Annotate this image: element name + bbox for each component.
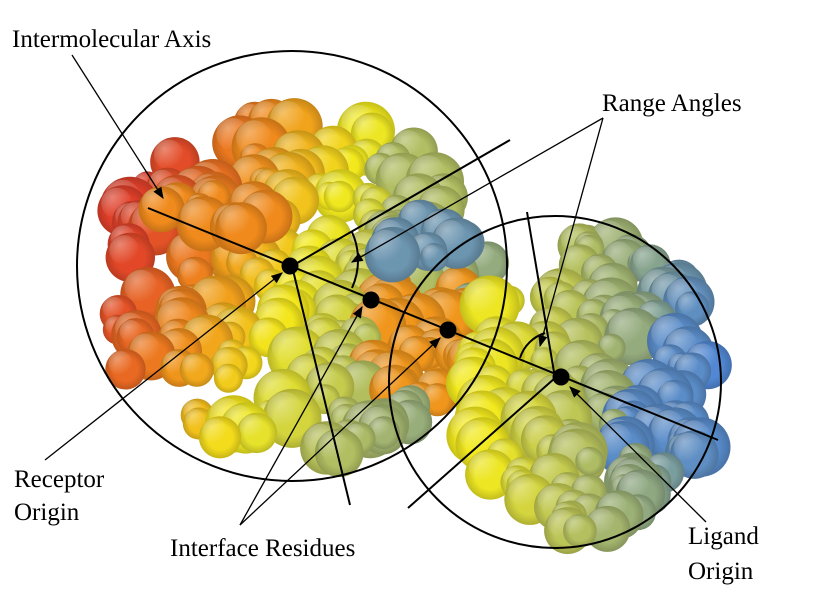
ligand-cone-line-upper (526, 211, 556, 379)
ligand-range-angle-arc (519, 332, 546, 359)
surface-lobe-highlight (108, 351, 133, 376)
surface-lobe-highlight (673, 432, 703, 462)
ligand-cone-line-lower (407, 377, 556, 509)
ligand-protein-surface (446, 217, 732, 555)
surface-lobe-highlight (102, 296, 126, 320)
range-angles-pointer-2 (538, 117, 604, 348)
receptor-cone-line-upper (291, 139, 511, 267)
interface-residues-pointer-1 (239, 305, 363, 526)
surface-lobe-highlight (109, 235, 139, 265)
receptor-origin-point (281, 257, 299, 275)
surface-lobe-highlight (464, 278, 501, 315)
receptor-origin-label-line2: Origin (14, 499, 80, 526)
ligand-origin-pointer (569, 386, 707, 523)
surface-lobe-highlight (532, 348, 550, 366)
surface-lobe-highlight (251, 319, 276, 344)
receptor-origin-pointer (44, 272, 283, 461)
surface-lobe-highlight (312, 385, 331, 404)
surface-lobe-highlight (468, 451, 499, 482)
surface-lobe-highlight (318, 431, 348, 461)
ligand-origin-point (552, 368, 570, 386)
surface-lobe-highlight (326, 182, 345, 202)
surface-lobe-highlight (153, 139, 184, 170)
surface-lobe-highlight (659, 381, 682, 404)
surface-lobe-highlight (216, 365, 234, 383)
range-angles-label: Range Angles (602, 90, 742, 117)
receptor-range-circle (76, 50, 508, 482)
surface-lobe-highlight (422, 244, 440, 262)
receptor-origin-label-line1: Receptor (14, 466, 105, 493)
interface-residue-point-2 (439, 321, 457, 339)
intermolecular-axis-label: Intermolecular Axis (12, 26, 211, 53)
surface-lobe-highlight (185, 409, 205, 429)
intermolecular-axis-pointer (71, 54, 164, 199)
surface-lobe-highlight (266, 391, 303, 428)
receptor-cone-line-lower (291, 265, 351, 506)
ligand-origin-label-line2: Origin (688, 558, 754, 585)
receptor-protein-surface (97, 98, 510, 478)
surface-lobe-highlight (565, 515, 586, 536)
interface-residues-pointer-2 (239, 337, 441, 526)
ligand-origin-label-line1: Ligand (688, 523, 759, 550)
surface-lobe-highlight (561, 246, 587, 272)
surface-lobe-highlight (182, 354, 203, 375)
surface-lobe-highlight (508, 476, 539, 508)
surface-lobe-highlight (677, 293, 699, 314)
surface-lobe-highlight (219, 204, 251, 236)
surface-lobe-highlight (179, 258, 202, 281)
ligand-range-circle (388, 215, 722, 549)
surface-lobe-highlight (632, 246, 658, 271)
range-angles-pointer-1 (350, 117, 604, 263)
surface-lobe-highlight (368, 229, 403, 263)
surface-lobe-highlight (599, 335, 617, 352)
interface-residues-label: Interface Residues (170, 535, 355, 562)
intermolecular-axis-line (147, 207, 719, 441)
interface-residue-point-1 (362, 291, 380, 309)
surface-lobe-highlight (577, 448, 595, 466)
surface-lobe-highlight (459, 420, 492, 453)
surface-lobe-highlight (271, 329, 308, 365)
surface-lobe-highlight (369, 418, 390, 438)
surface-lobe-highlight (124, 269, 158, 303)
surface-lobe-highlight (202, 418, 228, 444)
surface-lobe-highlight (239, 414, 264, 439)
surface-lobe-highlight (354, 114, 380, 141)
surface-lobe-highlight (372, 367, 403, 398)
